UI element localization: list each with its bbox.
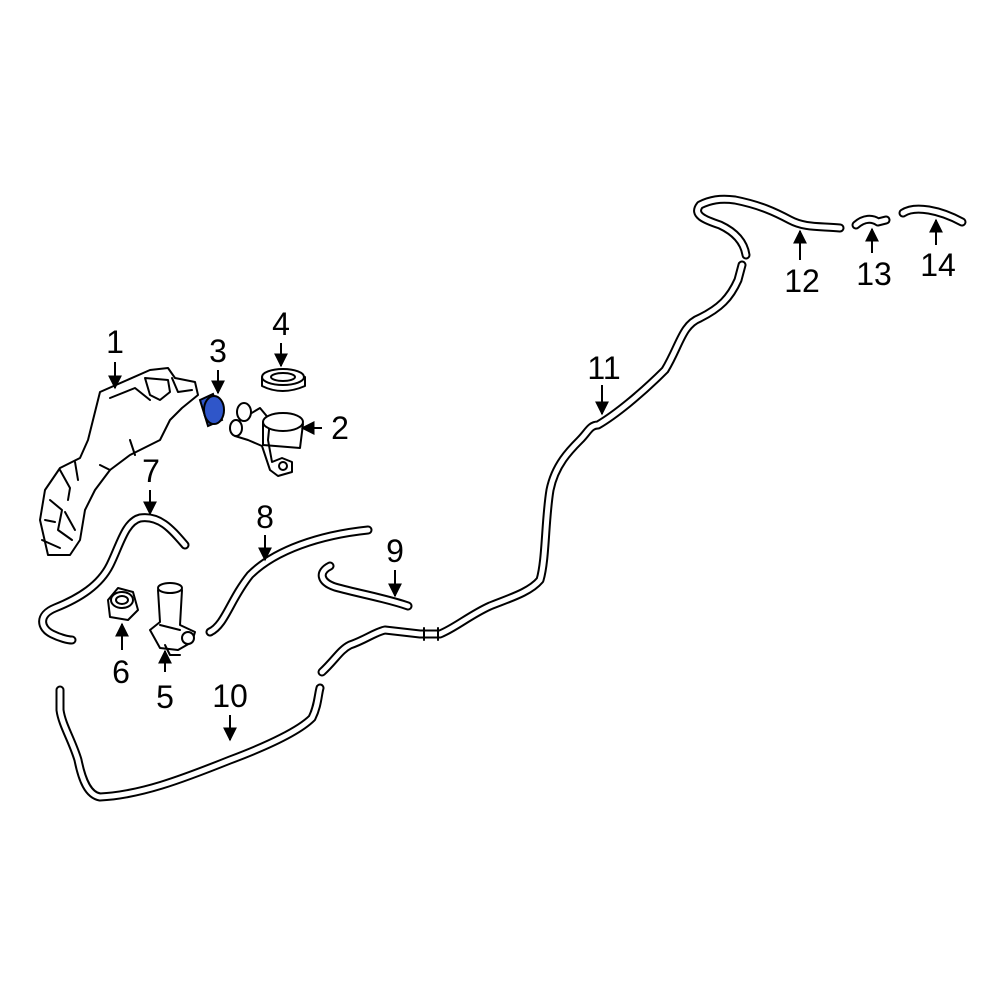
part-10-hose[interactable] bbox=[55, 683, 325, 802]
callout-4: 4 bbox=[272, 306, 290, 342]
callout-labels: 1 2 3 4 5 6 7 8 9 10 11 12 13 14 bbox=[106, 247, 956, 715]
part-5-pump[interactable] bbox=[149, 582, 196, 656]
callout-12: 12 bbox=[784, 263, 820, 299]
callout-2: 2 bbox=[331, 410, 349, 446]
part-2-filler-neck[interactable] bbox=[229, 402, 304, 477]
part-3-seal[interactable] bbox=[198, 392, 225, 428]
callout-3: 3 bbox=[209, 333, 227, 369]
part-14-hose[interactable] bbox=[898, 204, 967, 227]
callout-9: 9 bbox=[386, 533, 404, 569]
part-9-hose[interactable] bbox=[317, 561, 413, 611]
part-11-hose[interactable] bbox=[317, 260, 747, 677]
callout-8: 8 bbox=[256, 499, 274, 535]
part-8-hose[interactable] bbox=[205, 525, 373, 637]
callout-14: 14 bbox=[920, 247, 956, 283]
part-4-cap[interactable] bbox=[261, 368, 306, 392]
part-7-hose[interactable] bbox=[38, 513, 190, 645]
part-13-hose[interactable] bbox=[851, 214, 891, 230]
callout-5: 5 bbox=[156, 679, 174, 715]
part-1-reservoir[interactable] bbox=[39, 367, 199, 556]
callout-13: 13 bbox=[856, 256, 892, 292]
callout-11: 11 bbox=[587, 350, 620, 386]
callout-6: 6 bbox=[112, 654, 130, 690]
part-6-grommet[interactable] bbox=[107, 587, 139, 621]
callout-7: 7 bbox=[142, 453, 160, 489]
callout-10: 10 bbox=[212, 678, 248, 714]
leader-lines bbox=[108, 218, 943, 742]
callout-1: 1 bbox=[106, 324, 124, 360]
part-12-hose[interactable] bbox=[693, 194, 845, 260]
